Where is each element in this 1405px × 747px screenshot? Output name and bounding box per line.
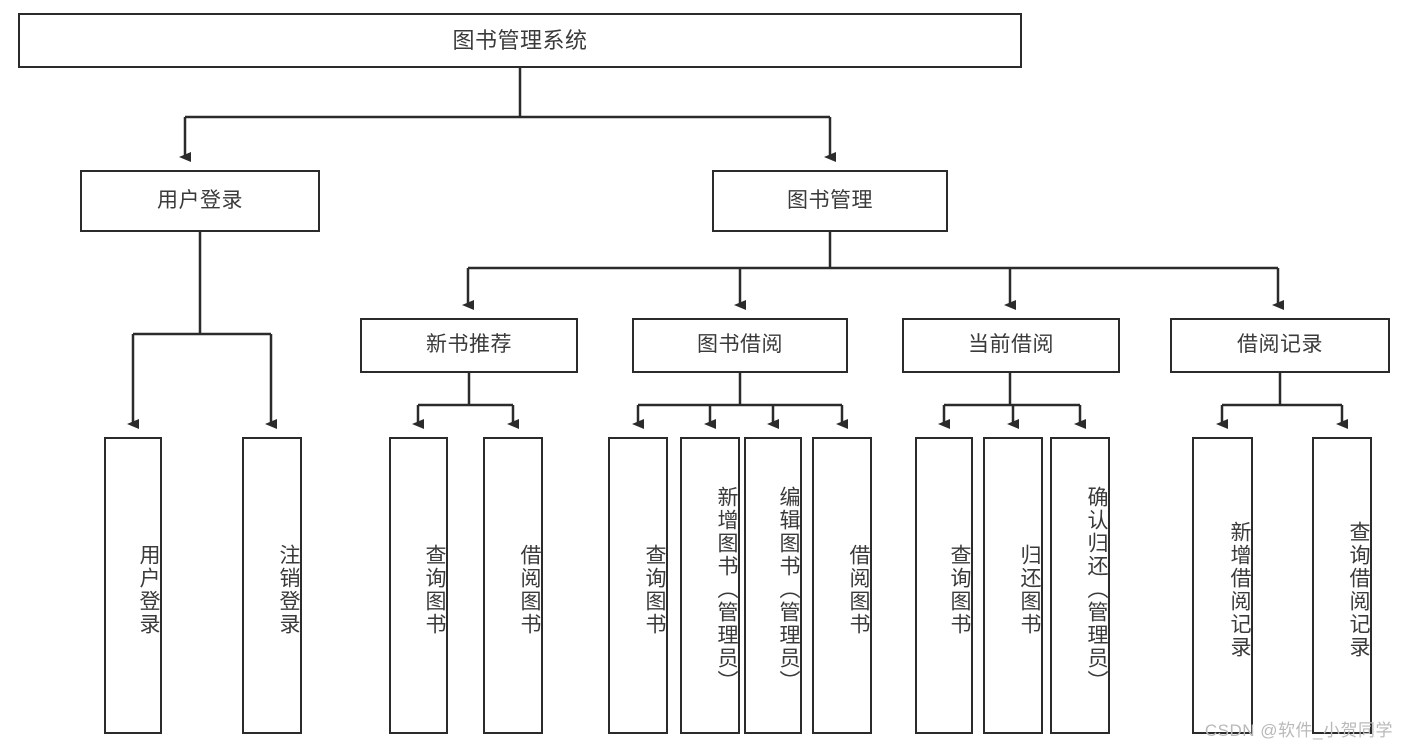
node-book-borrow[interactable]: 图书借阅 (632, 318, 848, 373)
leaf-user-login[interactable]: 用户登录 (104, 437, 162, 734)
leaf-logout-login[interactable]: 注销登录 (242, 437, 302, 734)
leaf-query-borrow-record[interactable]: 查询借阅记录 (1312, 437, 1372, 734)
node-user-login[interactable]: 用户登录 (80, 170, 320, 232)
node-borrow-record[interactable]: 借阅记录 (1170, 318, 1390, 373)
leaf-add-borrow-record[interactable]: 新增借阅记录 (1192, 437, 1253, 734)
node-root-system[interactable]: 图书管理系统 (18, 13, 1022, 68)
node-book-management[interactable]: 图书管理 (712, 170, 948, 232)
leaf-return-book[interactable]: 归还图书 (983, 437, 1043, 734)
leaf-query-book-recommend[interactable]: 查询图书 (389, 437, 448, 734)
leaf-borrow-book-borrow[interactable]: 借阅图书 (812, 437, 872, 734)
leaf-confirm-return-admin[interactable]: 确认归还（管理员） (1050, 437, 1110, 734)
leaf-add-book-admin[interactable]: 新增图书（管理员） (680, 437, 740, 734)
leaf-query-book-current[interactable]: 查询图书 (915, 437, 973, 734)
leaf-query-book-borrow[interactable]: 查询图书 (608, 437, 668, 734)
leaf-borrow-book-recommend[interactable]: 借阅图书 (483, 437, 543, 734)
leaf-edit-book-admin[interactable]: 编辑图书（管理员） (744, 437, 802, 734)
node-current-borrow[interactable]: 当前借阅 (902, 318, 1120, 373)
node-new-book-recommend[interactable]: 新书推荐 (360, 318, 578, 373)
csdn-watermark: CSDN @软件_小贺同学 (1204, 721, 1393, 740)
